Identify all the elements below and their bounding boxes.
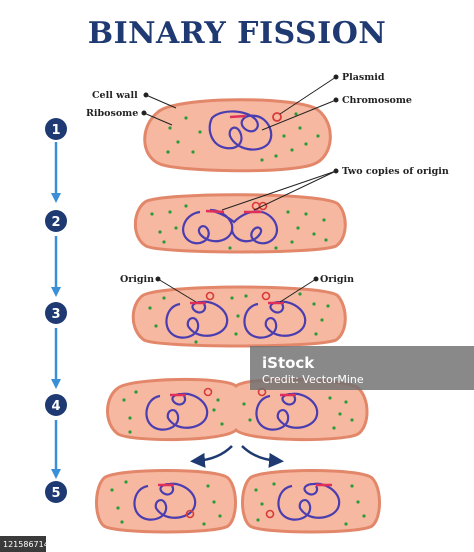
daughter-cell-right [241,469,381,534]
image-id: 1215867140 [3,540,54,549]
step-marker: 3 [45,302,67,324]
origin-marker [229,114,247,119]
leader-plasmid [279,76,337,115]
step-number: 1 [51,123,60,138]
step-circle [45,210,67,232]
ribosomes [110,480,222,526]
step-marker: 4 [45,394,67,416]
cell-step-1 [143,98,332,173]
chromosome [208,110,273,151]
watermark-background [250,346,474,390]
plasmid [272,112,282,122]
leader-cell-wall [145,94,177,109]
step-number: 2 [51,215,60,230]
cell-wall [133,193,347,254]
leader-origin-right [279,278,317,303]
ribosomes [122,390,354,434]
plasmid [185,509,195,519]
image-id-strip: 1215867140 [0,536,54,552]
image-id-background [0,536,46,552]
origin-marker [205,209,225,214]
diagram-title: BINARY FISSION [87,16,387,51]
plasmid [205,291,215,301]
cell-step-3 [131,285,347,348]
step-number: 5 [51,486,60,501]
plasmid [261,291,271,301]
watermark-credit: Credit: VectorMine [262,373,364,386]
label-plasmid: Plasmid [342,72,385,83]
daughter-cell-left [95,469,237,534]
separation-arrow-right [241,445,284,468]
label-chromosome: Chromosome [342,95,412,106]
chromosome [133,482,197,521]
step-marker: 5 [45,481,67,503]
label-cell-wall: Cell wall [92,90,138,101]
cell-wall [143,98,332,173]
step-circle [45,481,67,503]
leader-ribosome [143,112,173,126]
label-origin-right: Origin [320,274,354,285]
ribosomes [166,112,320,162]
plasmid [203,387,213,397]
separation-arrow-left [190,445,233,468]
leader-origin-copy-a [221,170,337,211]
leader-chromosome [261,99,337,131]
watermark-agency: iStock [262,354,315,372]
ribosomes [148,292,330,344]
cell-step-2 [133,193,347,254]
leader-origin-copy-b [253,170,337,211]
step-circle [45,118,67,140]
chromosome [182,208,279,245]
plasmid [265,509,275,519]
ribosomes [150,204,328,250]
ribosomes [254,482,366,526]
step-marker: 1 [45,118,67,140]
cell-step-4 [106,377,369,442]
step-timeline: 1 2 3 4 5 [45,118,67,503]
cell-wall [241,469,381,534]
label-ribosome: Ribosome [86,108,138,119]
chromosome [165,300,229,339]
cell-wall [95,469,237,534]
chromosome [145,392,209,431]
step-number: 4 [51,399,60,414]
leader-origin-left [157,278,197,303]
label-origin-left: Origin [120,274,154,285]
plasmid [258,201,268,211]
chromosome [277,482,341,521]
step-circle [45,394,67,416]
step-number: 3 [51,307,60,322]
chromosome [255,392,319,431]
step-circle [45,302,67,324]
chromosome [243,300,307,339]
stock-watermark: iStock Credit: VectorMine [250,346,474,390]
callout-lines [141,74,339,303]
step-marker: 2 [45,210,67,232]
label-two-copies-of-origin: Two copies of origin [342,166,449,177]
